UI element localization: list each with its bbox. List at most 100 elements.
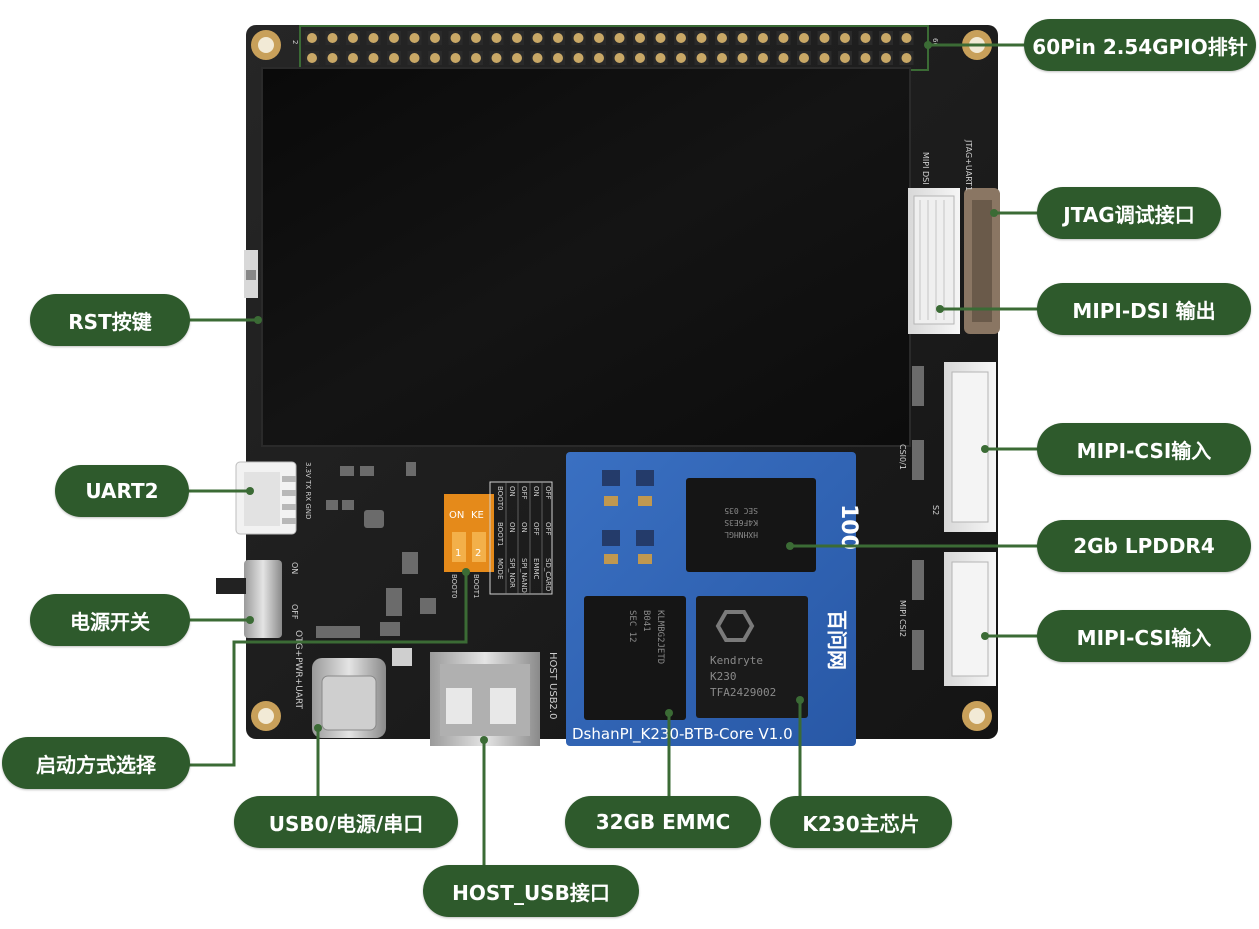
emmc-text-2: B041	[641, 610, 651, 632]
gpio-pin-head	[758, 53, 768, 63]
k230-text-2: K230	[710, 670, 737, 683]
gpio-pin-head	[840, 53, 850, 63]
callout-boot-select-text: 启动方式选择	[36, 752, 156, 777]
gpio-pin-head	[696, 33, 707, 43]
callout-host-usb: HOST_USB接口	[423, 865, 639, 917]
callout-mipi-dsi: MIPI-DSI 输出	[1037, 283, 1251, 335]
gpio-pin-head	[348, 53, 358, 63]
gpio-pin-head	[799, 33, 809, 43]
callout-k230-text: K230主芯片	[802, 811, 920, 836]
rst-button-part	[244, 250, 258, 298]
callout-boot-select: 启动方式选择	[2, 737, 190, 789]
callout-lpddr4-text: 2Gb LPDDR4	[1073, 534, 1215, 558]
boot-table-cell: EMMC	[532, 558, 540, 580]
gpio-pin-head	[430, 33, 440, 43]
host-usb-silk: HOST USB2.0	[547, 652, 558, 719]
uart2-connector-part	[235, 461, 297, 535]
boot-table-cell: ON	[508, 486, 516, 497]
gpio-pin-head	[860, 33, 871, 43]
gpio-pin-head	[819, 33, 830, 43]
ddr-chip-text: SEC 035 K4F6E3S HXHNHGL	[724, 506, 758, 539]
gpio-pin-head	[389, 33, 399, 43]
callout-k230: K230主芯片	[770, 796, 952, 848]
gpio-pin-label-60: 60	[931, 38, 939, 47]
callout-jtag-text: JTAG调试接口	[1063, 202, 1195, 227]
gpio-pin-head	[491, 33, 502, 43]
gpio-pin-label-2: 2	[291, 40, 299, 44]
boot-table-cell: SD_CARD	[544, 558, 552, 591]
boot-table-cell: BOOT0	[496, 486, 504, 510]
csi-connector-1-part	[944, 362, 996, 532]
gpio-pin-head	[512, 53, 522, 63]
callout-power-switch: 电源开关	[30, 594, 190, 646]
callout-emmc-text: 32GB EMMC	[595, 810, 731, 834]
gpio-pin-head	[614, 53, 625, 63]
uart-pin-silk: 3.3V TX RX GND	[304, 462, 312, 519]
gpio-pin-head	[307, 33, 317, 43]
callout-usb0: USB0/电源/串口	[234, 796, 458, 848]
gpio-pin-head	[901, 53, 912, 63]
dip-boot0-silk: BOOT0	[450, 574, 458, 598]
gpio-header: 2 60	[291, 25, 939, 71]
core-module	[566, 452, 856, 746]
gpio-pin-head	[676, 33, 686, 43]
csi1-silk: CSI0/1	[898, 444, 907, 470]
usb-c-port-part	[312, 658, 386, 738]
gpio-pin-head	[860, 53, 871, 63]
passive-components	[316, 366, 924, 670]
k230-text-1: Kendryte	[710, 654, 763, 667]
gpio-pin-head	[430, 53, 440, 63]
gpio-pin-head	[450, 53, 461, 63]
boot-table-cell: OFF	[532, 522, 540, 536]
gpio-pin-head	[348, 33, 358, 43]
callout-uart2: UART2	[55, 465, 189, 517]
dip-boot1-silk: BOOT1	[472, 574, 480, 598]
gpio-pin-head	[737, 33, 748, 43]
callout-jtag: JTAG调试接口	[1037, 187, 1221, 239]
gpio-pin-head	[553, 33, 563, 43]
callout-gpio-text: 60Pin 2.54GPIO排针	[1032, 34, 1248, 59]
gpio-pin-head	[450, 33, 461, 43]
brand-logo: 100	[836, 504, 861, 550]
callout-usb0-text: USB0/电源/串口	[268, 811, 424, 836]
lcd-screen	[262, 68, 910, 446]
gpio-pin-head	[676, 53, 686, 63]
dsi-silk: MIPI DSI	[921, 152, 930, 185]
callout-power-switch-text: 电源开关	[70, 609, 150, 634]
boot-table-cell: ON	[508, 522, 516, 533]
emmc-chip-text: SEC 12 B041 KLMBG2JETD	[627, 610, 665, 664]
gpio-pin-head	[368, 53, 379, 63]
gpio-pin-head	[799, 53, 809, 63]
leader-dots	[246, 41, 998, 744]
dip-2-label: 2	[475, 548, 481, 559]
callout-host-usb-text: HOST_USB接口	[452, 880, 610, 905]
gpio-pin-head	[471, 53, 481, 63]
jtag-connector-part	[964, 188, 1000, 334]
boot-table-cell: ON	[520, 522, 528, 533]
lpddr4-chip	[686, 478, 816, 572]
emmc-text-3: KLMBG2JETD	[655, 610, 665, 664]
ddr-text-3: HXHNHGL	[724, 530, 758, 539]
boot-table-cell: OFF	[520, 486, 528, 500]
gpio-pin-head	[635, 53, 645, 63]
boot-table-cell: OFF	[544, 486, 552, 500]
dip-1-label: 1	[455, 548, 461, 559]
k230-chip	[696, 596, 808, 718]
power-on-silk: ON	[290, 562, 299, 574]
gpio-pin-head	[532, 53, 543, 63]
gpio-pin-head	[778, 53, 789, 63]
callout-gpio: 60Pin 2.54GPIO排针	[1024, 19, 1256, 71]
power-off-silk: OFF	[290, 604, 299, 620]
emmc-chip	[584, 596, 686, 720]
jtag-silk: JTAG+UART1	[964, 139, 973, 191]
gpio-pin-head	[655, 33, 666, 43]
callout-rst: RST按键	[30, 294, 190, 346]
callout-lpddr4: 2Gb LPDDR4	[1037, 520, 1251, 572]
dip-on-label: ON	[449, 510, 464, 521]
callout-uart2-text: UART2	[85, 479, 159, 503]
gpio-pin-head	[491, 53, 502, 63]
s2-silk: S2	[931, 505, 940, 515]
gpio-pin-head	[881, 33, 891, 43]
gpio-pin-head	[471, 33, 481, 43]
gpio-pin-head	[409, 53, 420, 63]
